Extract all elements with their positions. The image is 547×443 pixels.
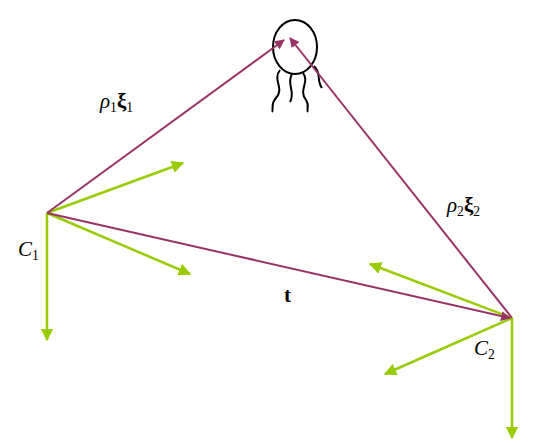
camera-label: C2: [474, 337, 495, 362]
vector-label: ρ1ξ1: [100, 90, 133, 115]
vector-label: ρ2ξ2: [447, 194, 480, 219]
camera-1-axes: [47, 163, 190, 340]
jellyfish-object: [272, 20, 322, 112]
vectors: [47, 38, 512, 318]
vector-rho1: [47, 40, 284, 213]
vector-t: [47, 213, 510, 318]
vector-label: t: [284, 284, 291, 307]
camera-label: C1: [18, 238, 39, 263]
